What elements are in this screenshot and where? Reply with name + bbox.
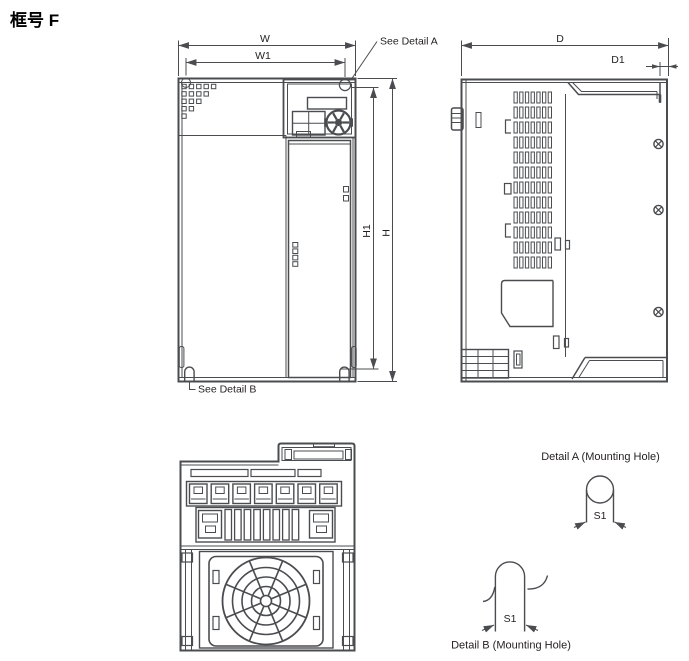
door-clip bbox=[343, 195, 349, 202]
detail-a-title: Detail A (Mounting Hole) bbox=[541, 451, 660, 463]
dim-label-h1: H1 bbox=[361, 224, 373, 238]
mounting-slot-bottom-left bbox=[184, 366, 195, 382]
front-outline bbox=[177, 77, 357, 383]
detail-a-drawing: Detail A (Mounting Hole) S1 bbox=[541, 451, 660, 530]
dim-label-d: D bbox=[556, 33, 564, 45]
keypad-dial-icon bbox=[324, 109, 353, 136]
detail-b-leader-line bbox=[189, 381, 196, 390]
dim-label-s1-a: S1 bbox=[594, 510, 607, 522]
see-detail-a-label: See Detail A bbox=[380, 36, 438, 48]
mounting-hole-top-left bbox=[180, 77, 192, 88]
mounting-hole-a-shape bbox=[585, 475, 615, 504]
dim-label-s1-b: S1 bbox=[504, 613, 517, 625]
front-dimensions: W W1 H H1 See Detail A See Detail B bbox=[178, 33, 438, 396]
screw-icon bbox=[653, 204, 664, 216]
vent-holes-pattern bbox=[181, 83, 217, 119]
mounting-hole-top-right bbox=[338, 78, 352, 92]
bottom-mounting-bracket bbox=[571, 356, 667, 380]
terminal-row-input bbox=[185, 480, 343, 507]
keypad-panel bbox=[282, 78, 357, 139]
page-title: 框号 F bbox=[10, 11, 60, 30]
side-dimensions: D D1 bbox=[461, 33, 678, 76]
dim-label-d1: D1 bbox=[611, 54, 625, 66]
fan-grille-icon bbox=[221, 556, 311, 646]
keypad-display bbox=[306, 96, 348, 110]
bottom-view-drawing bbox=[179, 442, 356, 652]
mounting-hole-b-shape bbox=[494, 561, 526, 632]
dim-label-h: H bbox=[381, 229, 393, 237]
bottom-outline bbox=[179, 442, 356, 652]
dim-label-w: W bbox=[260, 33, 270, 45]
lower-cover bbox=[500, 279, 554, 328]
mounting-slot-bottom-right bbox=[339, 366, 350, 382]
detail-b-drawing: S1 Detail B (Mounting Hole) bbox=[451, 561, 571, 652]
see-detail-b-label: See Detail B bbox=[198, 384, 256, 396]
dim-label-w1: W1 bbox=[255, 50, 271, 62]
side-outline bbox=[460, 78, 668, 383]
conduit-box bbox=[460, 348, 523, 379]
top-mounting-bracket bbox=[567, 82, 662, 103]
screw-icon bbox=[653, 306, 664, 318]
terminal-row-output bbox=[195, 506, 336, 543]
side-rails bbox=[181, 549, 354, 651]
detail-a-leader-line bbox=[350, 41, 378, 81]
screw-icon bbox=[653, 138, 664, 150]
door-clip bbox=[343, 186, 349, 193]
detail-b-title: Detail B (Mounting Hole) bbox=[451, 640, 571, 652]
side-knob bbox=[450, 107, 482, 131]
side-view-drawing: D D1 bbox=[450, 33, 678, 383]
front-view-drawing: W W1 H H1 See Detail A See Detail B bbox=[177, 33, 438, 396]
front-cover-door bbox=[287, 139, 352, 379]
cooling-fan bbox=[198, 550, 334, 649]
heatsink-vents bbox=[503, 91, 552, 269]
